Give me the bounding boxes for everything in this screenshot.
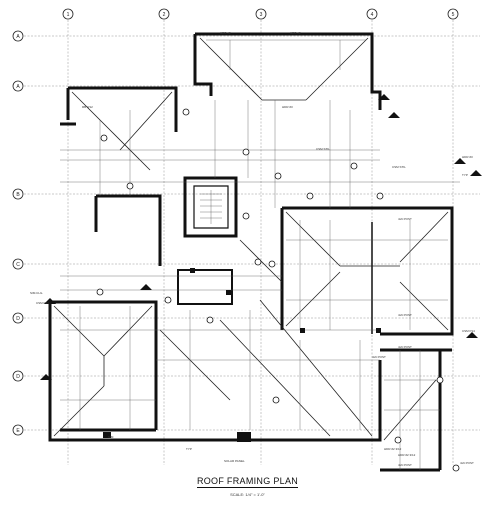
grid-column-label: 3 (260, 12, 263, 18)
grid-bubble-row: A (12, 80, 24, 92)
grid-column-label: 1 (67, 12, 70, 18)
tag-csm: CSM STIL (316, 147, 330, 151)
drawing-scale: SCALE: 1/4" = 1'-0" (230, 492, 265, 497)
drawing-title: ROOF FRAMING PLAN (0, 476, 495, 488)
grid-bubble-row: A (12, 30, 24, 42)
annotation-tags: HDR #2 HDR #2 HDR #3 TYP CSM STIL CSM ST… (30, 31, 475, 467)
grid-row-label: D (16, 374, 20, 380)
framing-members (60, 39, 460, 470)
grid-bubble-col: 4 (366, 8, 378, 20)
column-post-symbols (96, 108, 460, 472)
grid-column-label: 4 (371, 12, 374, 18)
tag-hdr: HDR #3 (462, 155, 473, 159)
grid-row-label: E (16, 428, 20, 434)
tag-sim: SIM (108, 435, 114, 439)
tag-typ: TYP (462, 173, 468, 177)
grid-bubble-row: D (12, 312, 24, 324)
tag-hdr: HDR #2 (220, 31, 231, 35)
grid-row-label: A (16, 84, 20, 90)
tag-sim-clg: SIM.CLG. (30, 291, 43, 295)
grid-bubble-col: 2 (158, 8, 170, 20)
tag-post: 4x6 POST (398, 217, 412, 221)
tag-post: 4x6 POST (398, 313, 412, 317)
tag-post: 4x6 POST (398, 345, 412, 349)
grid-bubble-row: B (12, 188, 24, 200)
grid-row-label: C (16, 262, 20, 268)
exterior-walls (48, 32, 454, 472)
tag-hdr: HDR #2 3/12 (398, 453, 416, 457)
grid-bubble-row: D (12, 370, 24, 382)
stair-treads (200, 190, 222, 224)
tag-post: 4x6 POST (372, 355, 386, 359)
tag-solar: SOLAR PANEL (224, 459, 245, 463)
tag-typ: TYP (186, 447, 192, 451)
grid-bubble-col: 3 (255, 8, 267, 20)
grid-row-label: B (16, 192, 20, 198)
tag-post: 4x6 POST (460, 461, 474, 465)
drawing-title-text: ROOF FRAMING PLAN (196, 476, 299, 488)
hip-valley-lines (53, 37, 449, 441)
grid-row-bubbles: A A B C D D E (12, 30, 24, 436)
tag-hdr: HDR #3 (282, 105, 293, 109)
grid-row-label: D (16, 316, 20, 322)
section-markers (40, 94, 482, 380)
grid-column-bubbles: 1 2 3 4 5 (62, 8, 459, 20)
grid-bubble-col: 5 (447, 8, 459, 20)
grid-column-label: 2 (163, 12, 166, 18)
grid-bubble-row: E (12, 424, 24, 436)
tag-hdr: HDR #2 3/12 (384, 447, 402, 451)
tag-csm: CSM P14 (462, 329, 475, 333)
grid-row-label: A (16, 34, 20, 40)
grid-bubble-col: 1 (62, 8, 74, 20)
tag-csm: CSM STIL (392, 165, 406, 169)
grid-column-label: 5 (452, 12, 455, 18)
tag-rb: RB 3/12 (82, 105, 93, 109)
tag-hdr: HDR #2 (290, 31, 301, 35)
grid-bubble-row: C (12, 258, 24, 270)
tag-post: 4x6 POST (398, 463, 412, 467)
tag-csm: CSM P14 (36, 301, 49, 305)
